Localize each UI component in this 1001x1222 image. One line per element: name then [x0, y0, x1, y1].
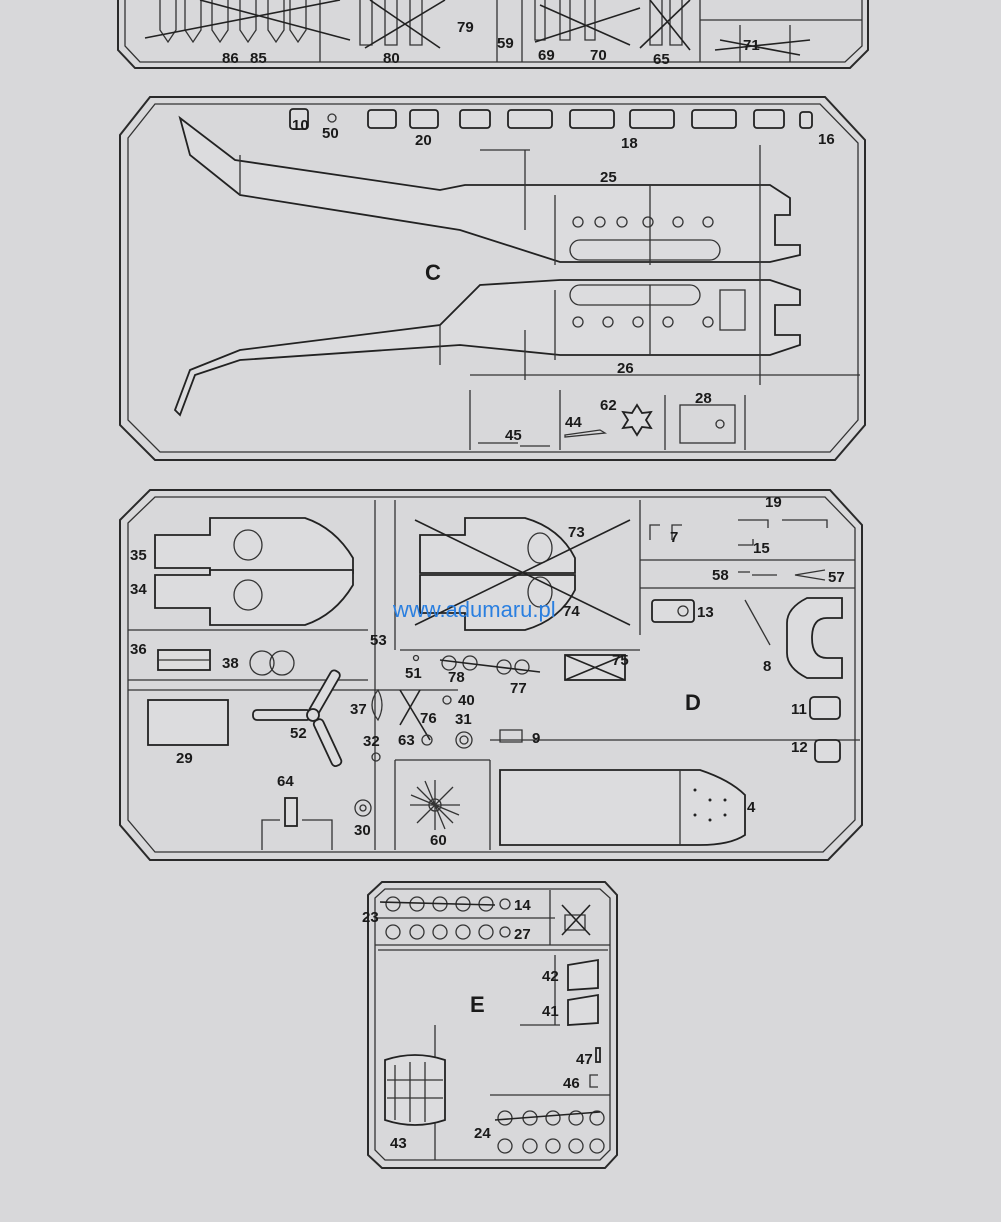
part-label: 19: [765, 494, 782, 511]
part-label: 75: [612, 652, 629, 669]
part-label: 32: [363, 733, 380, 750]
part-label: 86: [222, 50, 239, 67]
part-label: 16: [818, 131, 835, 148]
part-label: 58: [712, 567, 729, 584]
part-label: 26: [617, 360, 634, 377]
part-label: 23: [362, 909, 379, 926]
part-label: 27: [514, 926, 531, 943]
part-label: 10: [292, 117, 309, 134]
part-label: 50: [322, 125, 339, 142]
part-label: 8: [763, 658, 771, 675]
part-label: 77: [510, 680, 527, 697]
watermark: www.adumaru.pl: [392, 597, 556, 622]
part-label: 20: [415, 132, 432, 149]
part-label: 29: [176, 750, 193, 767]
part-label: 74: [563, 603, 580, 620]
part-label: 7: [670, 529, 678, 546]
part-label: 25: [600, 169, 617, 186]
part-label: 40: [458, 692, 475, 709]
part-label: 43: [390, 1135, 407, 1152]
sprue-d: www.adumaru.pl 19 7 15 73 74 35 34 58 57…: [119, 489, 863, 861]
part-label: 34: [130, 581, 147, 598]
part-label: 73: [568, 524, 585, 541]
part-label: 36: [130, 641, 147, 658]
part-label: 79: [457, 19, 474, 36]
part-label: 70: [590, 47, 607, 64]
part-label: 38: [222, 655, 239, 672]
part-label: 80: [383, 50, 400, 67]
sprue-c: 10 50 20 18 16 25 26 28 62 44 45 C: [119, 96, 866, 461]
part-label: 65: [653, 51, 670, 68]
part-label: 37: [350, 701, 367, 718]
part-label: 28: [695, 390, 712, 407]
part-label: 71: [743, 37, 760, 54]
part-label: 44: [565, 414, 582, 431]
part-label: 9: [532, 730, 540, 747]
sprue-letter-e: E: [470, 992, 485, 1017]
part-label: 69: [538, 47, 555, 64]
part-label: 24: [474, 1125, 491, 1142]
part-label: 18: [621, 135, 638, 152]
part-label: 31: [455, 711, 472, 728]
part-label: 4: [747, 799, 756, 816]
part-label: 30: [354, 822, 371, 839]
part-label: 57: [828, 569, 845, 586]
part-label: 13: [697, 604, 714, 621]
part-label: 85: [250, 50, 267, 67]
part-label: 62: [600, 397, 617, 414]
part-label: 78: [448, 669, 465, 686]
part-label: 35: [130, 547, 147, 564]
part-label: 60: [430, 832, 447, 849]
sprue-e: 23 14 27 42 41 47 46 43 24 E: [362, 881, 618, 1169]
sprue-letter-d: D: [685, 690, 701, 715]
sprue-top-strip: 86 85 80 79 59 69 70 65 71: [117, 0, 869, 69]
part-label: 11: [791, 701, 807, 718]
part-label: 14: [514, 897, 531, 914]
part-label: 47: [576, 1051, 593, 1068]
part-label: 45: [505, 427, 522, 444]
part-label: 42: [542, 968, 559, 985]
part-label: 51: [405, 665, 422, 682]
part-label: 41: [542, 1003, 559, 1020]
part-label: 52: [290, 725, 307, 742]
part-label: 59: [497, 35, 514, 52]
sprue-letter-c: C: [425, 260, 441, 285]
part-label: 15: [753, 540, 770, 557]
part-label: 64: [277, 773, 294, 790]
part-label: 46: [563, 1075, 580, 1092]
part-label: 12: [791, 739, 808, 756]
part-label: 63: [398, 732, 415, 749]
part-label: 53: [370, 632, 387, 649]
part-label: 76: [420, 710, 437, 727]
